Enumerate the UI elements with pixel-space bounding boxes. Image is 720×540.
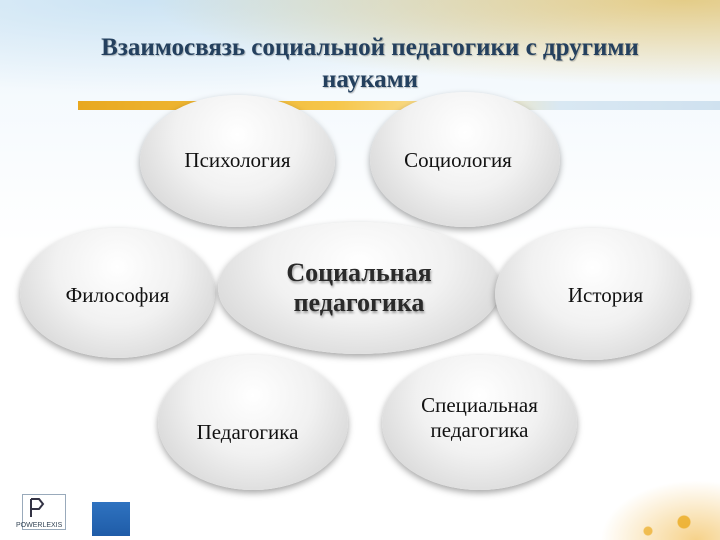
logo-mark-icon xyxy=(30,498,45,517)
slide-title: Взаимосвязь социальной педагогики с друг… xyxy=(101,34,639,93)
node-label-sociology: Социология xyxy=(404,148,512,172)
node-label-history: История xyxy=(567,283,644,307)
node-label-special-pedagogy: Специальная педагогика xyxy=(421,393,538,442)
bubble-psychology xyxy=(140,95,335,227)
node-label-psychology: Психология xyxy=(184,148,291,172)
bubble-center xyxy=(218,222,500,354)
bubble-philosophy xyxy=(20,228,215,358)
top-decoration xyxy=(0,0,720,110)
bubble-special-pedagogy xyxy=(382,355,577,490)
logo-icon xyxy=(22,494,66,530)
center-node-label: Социальная педагогика xyxy=(286,258,432,317)
bubble-sociology xyxy=(370,92,560,227)
bubble-pedagogy xyxy=(158,355,348,490)
logo-text: POWERLEXIS xyxy=(16,522,63,529)
bubble-history xyxy=(495,228,690,360)
accent-bar xyxy=(78,101,720,110)
node-label-philosophy: Философия xyxy=(65,283,170,307)
corner-decoration xyxy=(600,480,720,540)
blue-square-decoration xyxy=(92,502,130,536)
node-label-pedagogy: Педагогика xyxy=(196,420,299,444)
